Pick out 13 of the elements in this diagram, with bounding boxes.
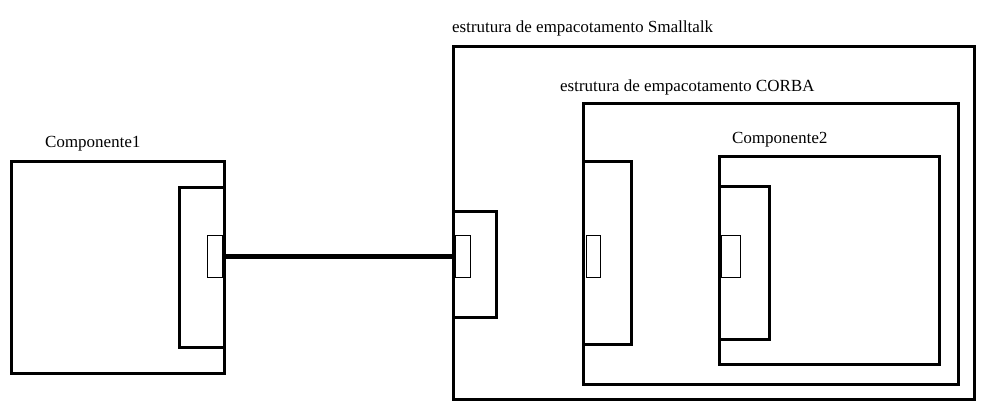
port-pin <box>455 235 471 278</box>
wrapper-title: estrutura de empacotamento CORBA <box>560 76 814 96</box>
port-box <box>582 160 633 346</box>
port-pin <box>721 235 741 278</box>
component-name: Componente1 <box>45 132 140 152</box>
port-pin <box>207 235 223 278</box>
port-box <box>718 185 771 341</box>
connector-line <box>223 254 455 259</box>
port-pin <box>586 235 601 278</box>
component-name: Componente2 <box>732 128 828 148</box>
port-box <box>178 186 226 349</box>
wrapper-title: estrutura de empacotamento Smalltalk <box>452 17 714 37</box>
port-box <box>452 210 498 319</box>
